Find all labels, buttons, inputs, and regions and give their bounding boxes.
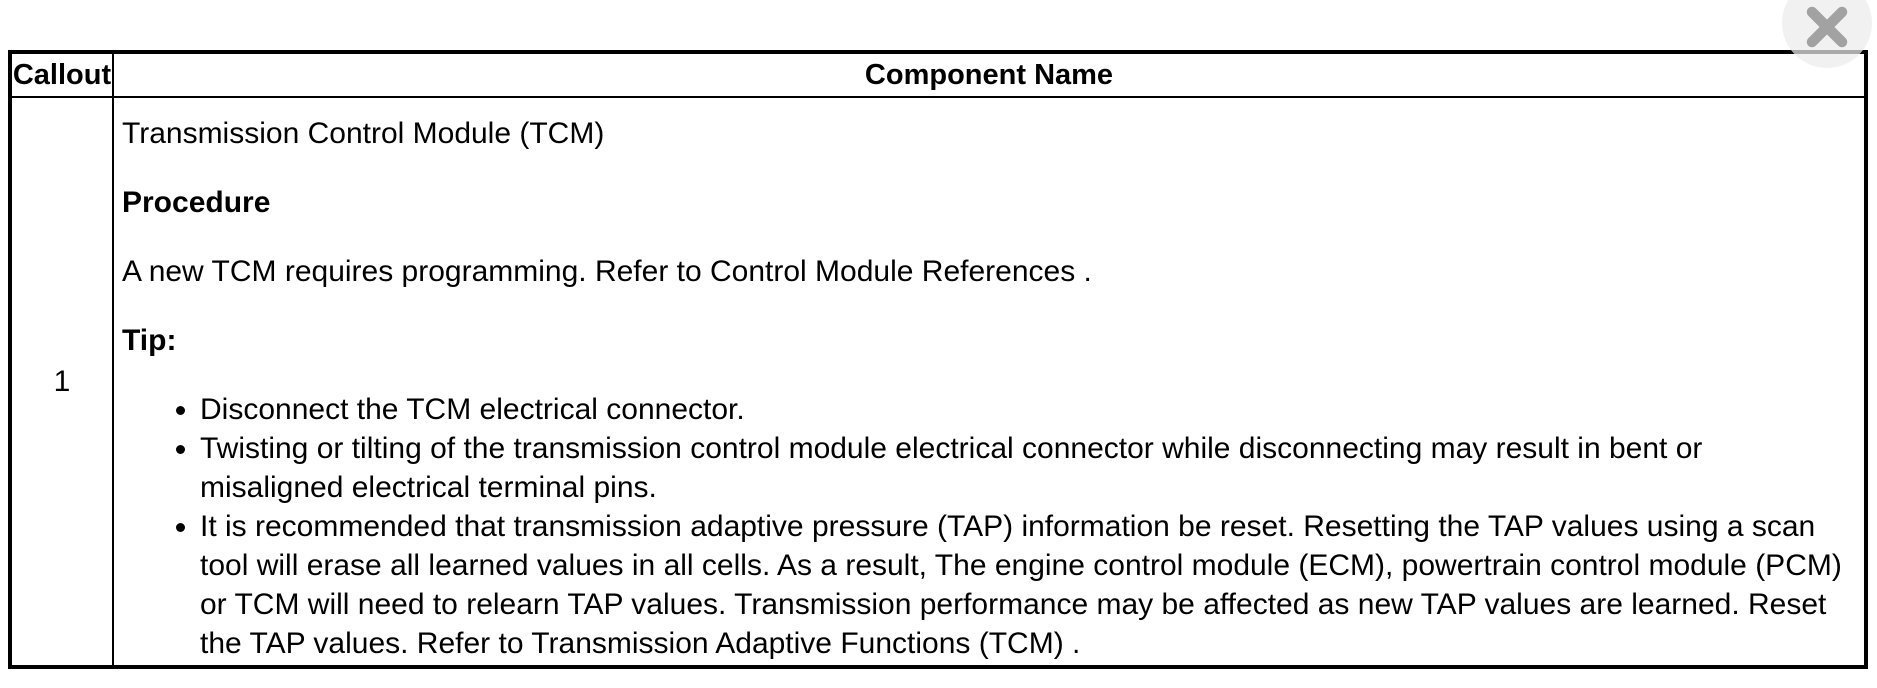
- procedure-heading: Procedure: [122, 186, 271, 219]
- component-name-column-header: Component Name: [112, 51, 1867, 98]
- close-button[interactable]: [1782, 0, 1872, 68]
- tip-item: Disconnect the TCM electrical connector.: [200, 390, 1850, 429]
- tip-item: It is recommended that transmission adap…: [200, 507, 1850, 663]
- component-table: Callout Component Name 1 Transmission Co…: [8, 50, 1868, 669]
- callout-column-header: Callout: [9, 51, 114, 98]
- tip-heading: Tip:: [122, 324, 177, 357]
- table-header-row: Callout Component Name: [9, 51, 1867, 98]
- callout-cell: 1: [9, 96, 114, 668]
- tip-item: Twisting or tilting of the transmission …: [200, 429, 1850, 507]
- close-icon: [1806, 6, 1848, 48]
- table-row: 1 Transmission Control Module (TCM) Proc…: [9, 96, 1867, 668]
- component-title: Transmission Control Module (TCM): [122, 117, 605, 150]
- component-name-cell: Transmission Control Module (TCM) Proced…: [112, 96, 1867, 668]
- procedure-text: A new TCM requires programming. Refer to…: [122, 255, 1092, 288]
- tip-list: Disconnect the TCM electrical connector.…: [122, 390, 1850, 663]
